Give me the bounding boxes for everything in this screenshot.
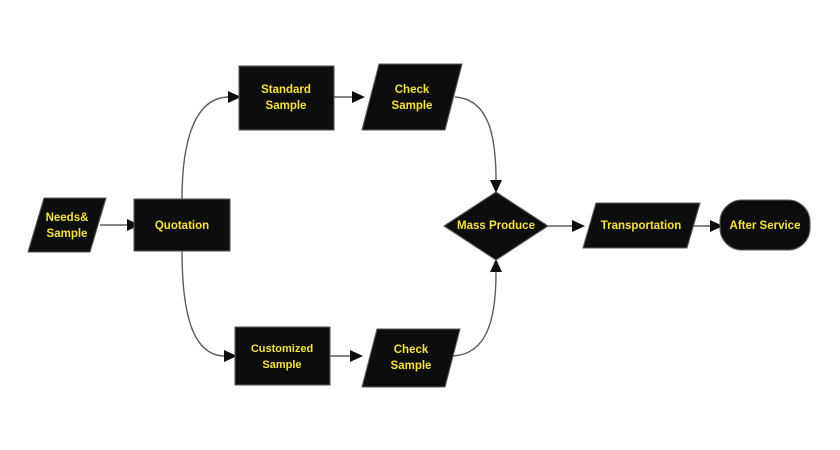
node-needs-sample[interactable]: Needs& Sample <box>27 197 107 253</box>
needs-sample-shape[interactable] <box>27 197 107 253</box>
node-after-service[interactable]: After Service <box>719 199 811 251</box>
transportation-label: Transportation <box>601 220 682 232</box>
node-standard-sample[interactable]: Standard Sample <box>238 65 335 131</box>
quotation-label: Quotation <box>155 220 209 232</box>
edge-check-bottom-to-mass-produce <box>452 259 502 357</box>
mass-produce-shape[interactable] <box>442 191 550 261</box>
mass-produce-label: Mass Produce <box>457 220 535 232</box>
edges-layer <box>100 91 723 362</box>
edge-check-top-to-mass-produce <box>454 96 502 193</box>
customized-sample-label-line1: Customized <box>251 343 313 355</box>
standard-sample-label-line1: Standard <box>261 84 311 96</box>
needs-sample-label-line2: Sample <box>47 228 88 240</box>
check-sample-bottom-shape[interactable] <box>361 328 461 388</box>
check-sample-bottom-label-line1: Check <box>394 344 429 356</box>
after-service-label: After Service <box>730 220 801 232</box>
after-service-shape[interactable] <box>719 199 811 251</box>
nodes-layer: Needs& Sample Quotation Standard Sample … <box>27 63 811 388</box>
standard-sample-shape[interactable] <box>238 65 335 131</box>
node-check-sample-bottom[interactable]: Check Sample <box>361 328 461 388</box>
edge-quotation-to-customized <box>181 250 237 362</box>
edge-quotation-to-standard <box>181 91 241 200</box>
edge-customized-to-check-bottom <box>330 350 363 362</box>
check-sample-top-label-line1: Check <box>395 84 430 96</box>
transportation-shape[interactable] <box>582 202 701 249</box>
customized-sample-label-line2: Sample <box>262 359 301 371</box>
standard-sample-label-line2: Sample <box>266 100 307 112</box>
quotation-shape[interactable] <box>133 198 231 252</box>
check-sample-top-label-line2: Sample <box>392 100 433 112</box>
check-sample-top-shape[interactable] <box>361 63 463 131</box>
node-mass-produce[interactable]: Mass Produce <box>442 191 550 261</box>
edge-mass-produce-to-transportation <box>548 220 585 232</box>
needs-sample-label-line1: Needs& <box>46 212 89 224</box>
node-check-sample-top[interactable]: Check Sample <box>361 63 463 131</box>
edge-standard-to-check-top <box>334 91 365 103</box>
node-customized-sample[interactable]: Customized Sample <box>234 326 331 386</box>
node-quotation[interactable]: Quotation <box>133 198 231 252</box>
customized-sample-shape[interactable] <box>234 326 331 386</box>
node-transportation[interactable]: Transportation <box>582 202 701 249</box>
check-sample-bottom-label-line2: Sample <box>391 360 432 372</box>
